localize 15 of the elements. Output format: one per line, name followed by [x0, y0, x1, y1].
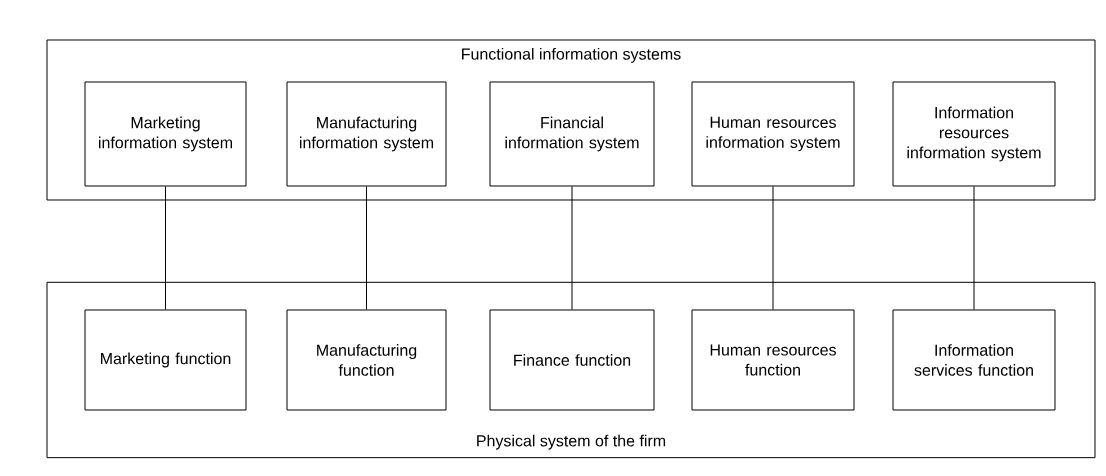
process-box: Manufacturing information system	[286, 81, 447, 187]
process-box: Information resources information system	[892, 81, 1056, 187]
process-box: Marketing function	[84, 309, 247, 411]
connector-line	[772, 186, 774, 310]
process-box: Information services function	[892, 309, 1056, 411]
process-box: Finance function	[489, 309, 655, 411]
connector-line	[165, 186, 166, 310]
connector-line	[366, 186, 367, 310]
process-box: Human resources information system	[691, 81, 855, 187]
connector-line	[571, 186, 573, 310]
connector-line	[973, 186, 975, 310]
process-box: Manufacturing function	[286, 309, 447, 411]
process-box: Marketing information system	[84, 81, 247, 187]
process-box: Financial information system	[489, 81, 655, 187]
process-box: Human resources function	[691, 309, 855, 411]
